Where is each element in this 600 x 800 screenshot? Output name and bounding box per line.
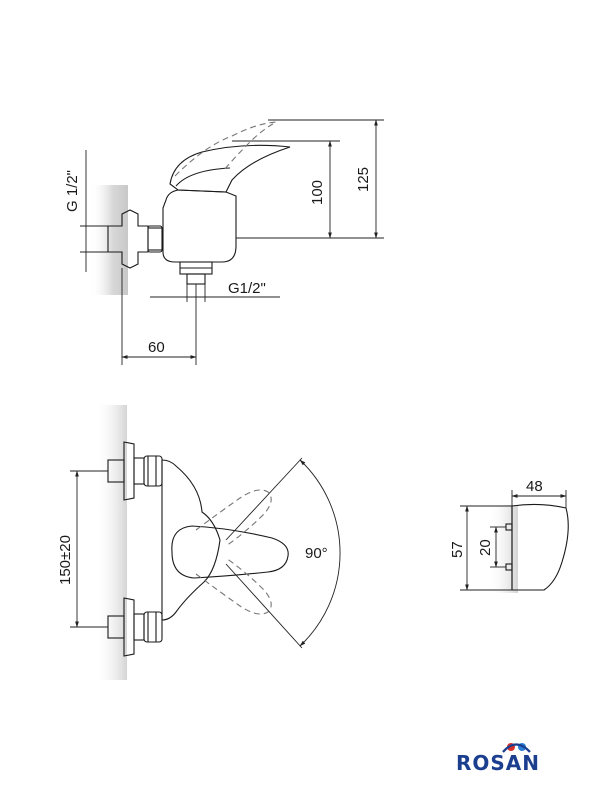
arc-ray [225,563,303,649]
union-nut [147,225,163,253]
wall-shading [488,505,518,593]
logo-arc [502,743,531,753]
detail-view: 48 57 20 [449,478,569,593]
handle-detail-shape [511,503,569,591]
front-view: 90° 150±20 [57,405,341,680]
spacing-label: 150±20 [57,535,74,585]
height-125-label: 125 [355,167,372,192]
depth-label: 60 [148,339,165,356]
mixer-handle [169,144,291,193]
detail-height-label: 57 [449,541,466,558]
height-100-label: 100 [309,180,326,205]
side-view: G 1/2" G1/2" 100 125 60 [64,119,384,365]
rosan-logo: ROSAN [456,743,540,775]
pin-spacing-label: 20 [477,539,494,556]
arc-ray [225,457,303,541]
wall-connector [107,209,149,269]
brand-name: ROSAN [456,751,540,775]
outlet-thread-label: G1/2" [228,280,266,297]
mixer-body [162,189,237,263]
lever-front [171,525,289,579]
outlet-pipe [186,273,206,285]
handle-ghost [174,121,277,177]
inlet-thread-label: G 1/2" [64,170,81,212]
rotation-angle-label: 90° [305,545,328,562]
lever-ghost-down [195,557,272,615]
wall-shading [95,405,127,680]
handle-detail [175,167,231,187]
mixer-body-front [161,459,221,621]
rotation-arc [299,459,341,647]
detail-width-label: 48 [526,478,543,495]
lever-ghost-up [195,489,272,547]
